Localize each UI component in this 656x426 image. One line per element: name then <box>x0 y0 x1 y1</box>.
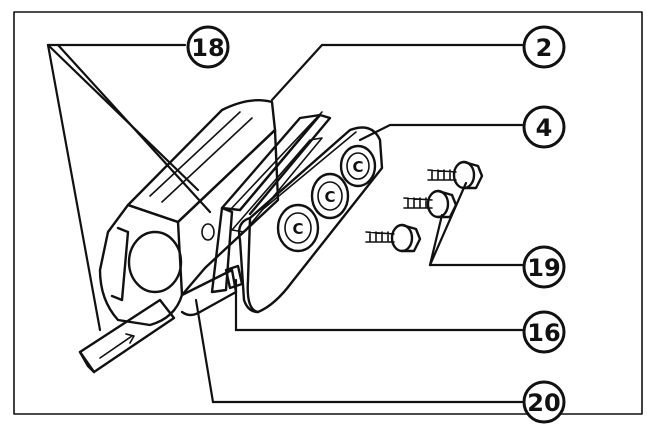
bolts <box>365 160 484 253</box>
seal-ring-3: C <box>339 144 377 188</box>
seal-ring-2: C <box>310 172 350 220</box>
leader-19-b <box>428 213 444 267</box>
callout-20: 20 <box>522 380 566 424</box>
bracket-16 <box>224 264 244 290</box>
leader-2 <box>270 43 524 102</box>
upper-cover <box>98 99 280 327</box>
callout-16: 16 <box>522 310 566 354</box>
diagram-frame <box>13 11 643 415</box>
gasket-mark-3: C <box>352 158 363 176</box>
bolt-2 <box>403 189 458 219</box>
leader-lines <box>46 43 524 404</box>
svg-text:19: 19 <box>527 254 560 282</box>
callout-18: 18 <box>186 25 230 69</box>
gasket-strips <box>210 111 332 294</box>
gasket-mark-1: C <box>292 220 303 238</box>
leader-4 <box>358 123 524 142</box>
callout-2: 2 <box>522 25 566 69</box>
leader-16 <box>234 278 524 332</box>
seal-rings: C C C <box>276 144 377 253</box>
bolt-1 <box>427 160 484 190</box>
pipe-part <box>78 298 176 374</box>
gasket-mark-2: C <box>324 188 335 206</box>
svg-text:2: 2 <box>536 34 553 62</box>
svg-text:16: 16 <box>527 319 560 347</box>
svg-text:20: 20 <box>527 389 560 417</box>
leader-19-a <box>428 181 468 267</box>
leader-18-to-cover-b <box>56 43 212 214</box>
bolt-3 <box>365 223 422 253</box>
svg-text:18: 18 <box>191 34 224 62</box>
leader-20 <box>194 298 524 404</box>
callout-19: 19 <box>522 245 566 289</box>
seal-ring-1: C <box>276 203 320 253</box>
lower-cover <box>237 126 384 314</box>
svg-text:4: 4 <box>536 114 553 142</box>
leader-18-to-tube <box>46 43 102 332</box>
callout-4: 4 <box>522 105 566 149</box>
